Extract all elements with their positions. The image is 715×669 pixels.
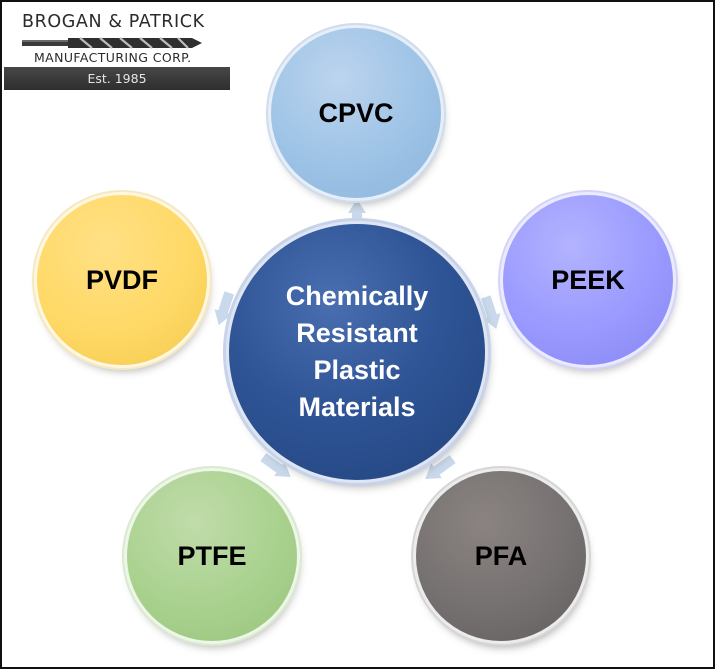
center-label-line-4: Materials xyxy=(298,392,416,423)
node-pvdf-label: PVDF xyxy=(85,264,158,295)
node-ptfe: PTFE xyxy=(127,471,297,641)
node-pfa: PFA xyxy=(416,471,586,641)
connector-arrow-peek xyxy=(477,294,505,332)
center-node: Chemically Resistant Plastic Materials xyxy=(229,224,485,480)
node-pfa-label: PFA xyxy=(474,540,528,571)
node-ptfe-label: PTFE xyxy=(177,540,247,571)
connector-arrow-ptfe xyxy=(258,450,296,485)
node-cpvc: CPVC xyxy=(271,28,441,198)
center-label-line-1: Chemically xyxy=(285,280,429,311)
drill-bit-icon xyxy=(22,37,202,49)
logo-established: Est. 1985 xyxy=(87,71,147,86)
center-label-line-2: Resistant xyxy=(296,317,418,348)
node-pvdf: PVDF xyxy=(37,195,207,365)
logo-company-name: BROGAN & PATRICK xyxy=(22,12,205,32)
logo-band: Est. 1985 xyxy=(4,67,230,90)
connector-arrow-pfa xyxy=(420,452,458,487)
node-peek: PEEK xyxy=(503,195,673,365)
company-logo: BROGAN & PATRICK MANUFACTURING CORP. Est… xyxy=(4,10,230,90)
center-node-label: Chemically Resistant Plastic Materials xyxy=(262,278,452,427)
node-peek-label: PEEK xyxy=(551,264,625,295)
connector-arrow-pvdf xyxy=(210,290,238,328)
logo-company-subtitle: MANUFACTURING CORP. xyxy=(34,50,192,65)
node-cpvc-label: CPVC xyxy=(318,97,394,128)
center-label-line-3: Plastic xyxy=(313,355,401,385)
